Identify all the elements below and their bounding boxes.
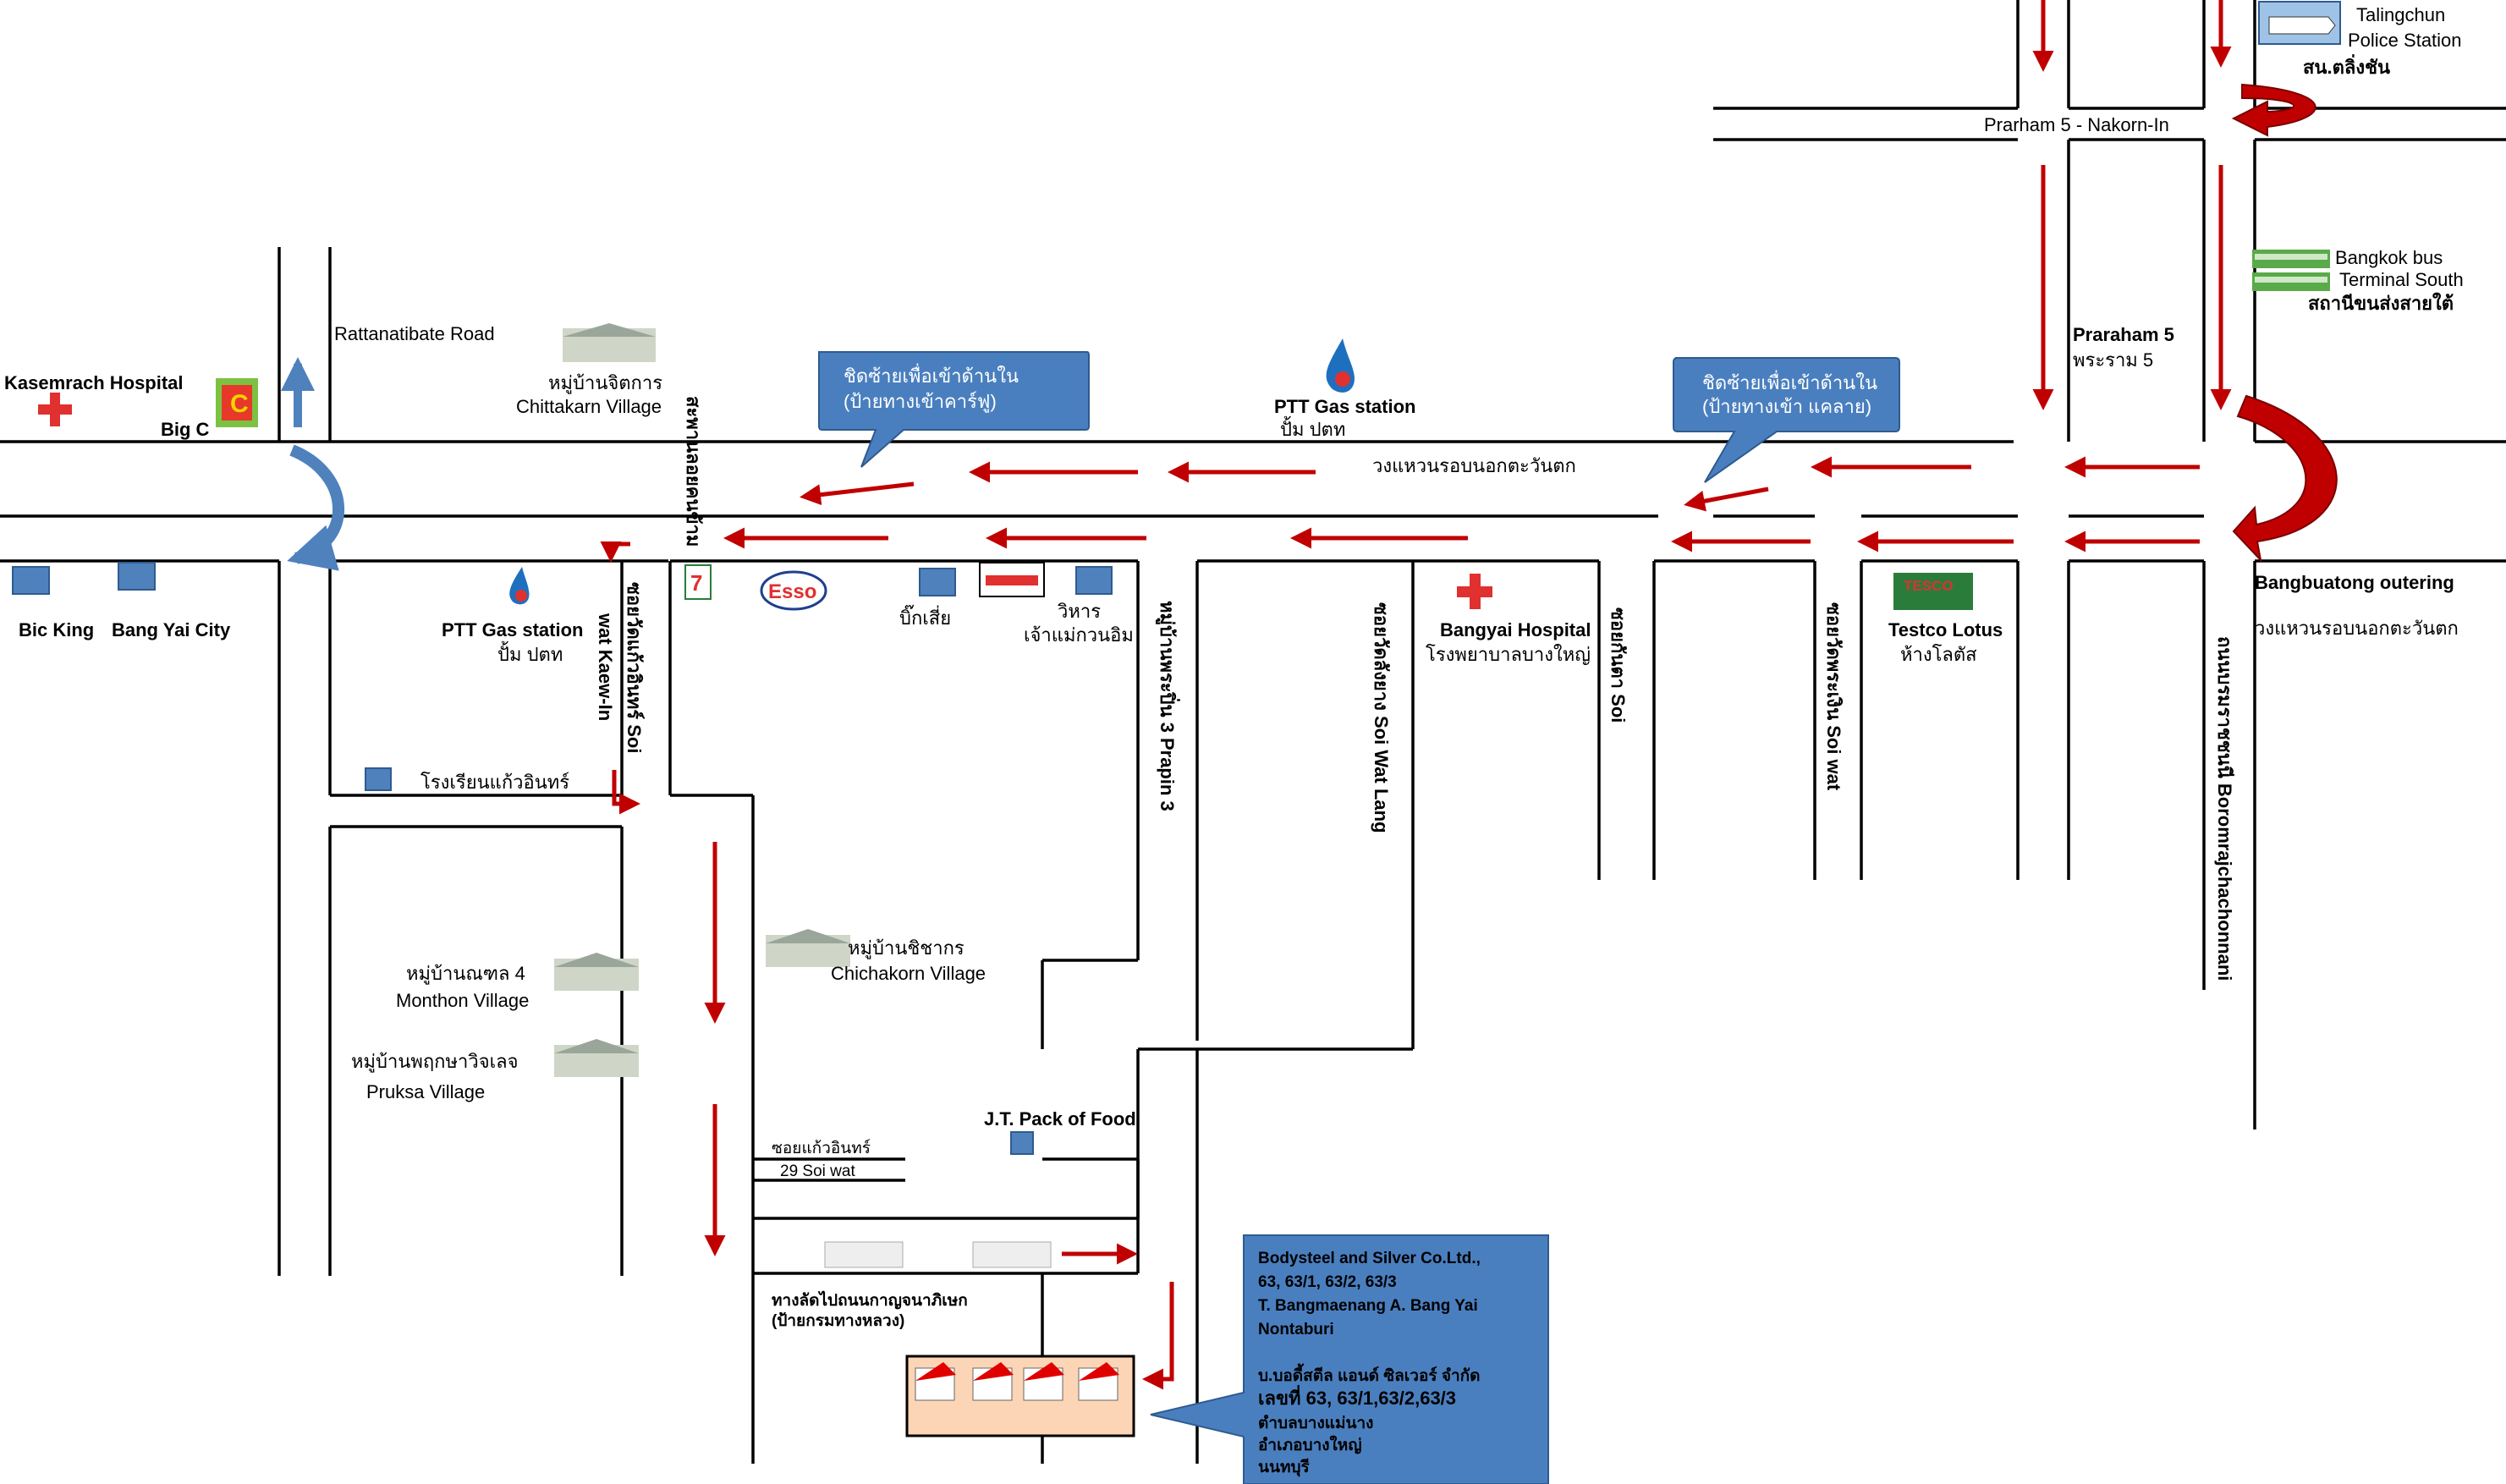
seven-eleven-text: 7 [690,570,702,596]
label-pruksa-th: หมู่บ้านพฤกษาวิจเลจ [351,1051,519,1073]
callout-carrefour: ชิดซ้ายเพื่อเข้าด้านใน (ป้ายทางเข้าคาร์ฟ… [818,351,1090,468]
label-wihan-2: เจ้าแม่กวนอิม [1024,624,1134,646]
company-line4: Nontaburi [1258,1321,1334,1338]
ptt-drop-icon [1326,338,1355,393]
company-line5: บ.บอดี้สตีล แอนด์ ซิลเวอร์ จำกัด [1258,1363,1481,1385]
label-chittakarn-en: Chittakarn Village [516,396,662,417]
house-icon [554,323,850,1077]
label-wihan-1: วิหาร [1057,601,1101,622]
label-soi-kaewin-2: wat Kaew-In [595,613,616,721]
label-rattanatibate: Rattanatibate Road [334,323,495,344]
bridge-icon [824,1241,1052,1268]
label-soi29-en: 29 Soi wat [780,1162,855,1180]
label-praraham-road: Prarham 5 - Nakorn-In [1984,114,2169,135]
bigc-logo-icon: C [216,378,258,427]
ptt-drop-icon [509,567,530,605]
label-tesco-en: Testco Lotus [1888,619,2003,640]
label-soi-kaewin: ซอยวัดแก้วอินทร์ Soi [624,582,645,753]
callout-carrefour-line2: (ป้ายทางเข้าคาร์ฟู) [844,391,997,413]
label-talingchun-th: สน.ตลิ่งชัน [2303,53,2390,78]
label-bigsia: บิ๊กเสี่ย [899,604,951,629]
label-soi-kanta: ซอยกันตา Soi [1607,607,1629,723]
callout-khlai-line2: (ป้ายทางเข้า แคลาย) [1702,396,1871,417]
company-line7: ตำบลบางแม่นาง [1258,1415,1373,1432]
label-ring-road: วงแหวนรอบนอกตะวันตก [1372,455,1576,476]
bigc-logo-text: C [230,390,249,418]
label-ptt1-th: ปั้ม ปตท [1280,416,1345,440]
factory-block [905,1355,1135,1437]
shop-square-icon [12,562,1113,1155]
company-line3: T. Bangmaenang A. Bang Yai [1258,1297,1478,1315]
label-busterm-1: Bangkok bus [2335,247,2443,268]
label-ptt2-en: PTT Gas station [442,619,583,640]
label-bangyai-hosp-th: โรงพยาบาลบางใหญ่ [1426,644,1591,665]
label-bicking: Bic King [19,619,94,640]
label-tesco-th: ห้างโลตัส [1900,644,1977,665]
label-ptt2-th: ปั้ม ปตท [497,641,563,665]
label-bangyaicity: Bang Yai City [112,619,231,640]
label-monthon-en: Monthon Village [396,990,529,1011]
callout-carrefour-line1: ชิดซ้ายเพื่อเข้าด้านใน [844,363,1019,387]
vertical-labels: สะพานลอยคนข้าม ซอยวัดแก้วอินทร์ Soi wat … [595,396,2235,981]
esso-text: Esso [768,580,816,603]
wihan-sign-icon [979,562,1045,597]
label-school: โรงเรียนแก้วอินทร์ [420,772,569,793]
label-chichakorn-en: Chichakorn Village [831,963,986,984]
blue-route-arrows [281,357,344,571]
label-soi-watlang: ซอยวัดลังยาง Soi Wat Lang [1371,602,1392,833]
tesco-text: TESCO [1904,578,1954,594]
bus-icon [2252,250,2330,291]
label-praraham5-th: พระราม 5 [2073,349,2153,371]
label-bangbuatong-en: Bangbuatong outering [2255,572,2454,593]
label-bangbuatong-th: วงแหวนรอบนอกตะวันตก [2255,618,2459,639]
callout-company: Bodysteel and Silver Co.Ltd., 63, 63/1, … [1150,1234,1549,1484]
esso-logo-icon: Esso [760,570,827,611]
company-line1: Bodysteel and Silver Co.Ltd., [1258,1250,1481,1267]
factory-icon [915,1362,1119,1401]
label-bigc: Big C [161,419,210,440]
label-monthon-th: หมู่บ้านณฑล 4 [406,963,525,985]
label-talingchun-1: Talingchun [2356,4,2445,25]
company-line6: เลขที่ 63, 63/1,63/2,63/3 [1258,1384,1456,1409]
company-line9: นนทบุรี [1258,1458,1311,1477]
callout-khlai: ชิดซ้ายเพื่อเข้าด้านใน (ป้ายทางเข้า แคลา… [1673,357,1900,483]
label-bridge: สะพานลอยคนข้าม [683,396,704,547]
label-boromrajchonnani: ถนนบรมราชชนนี Boromrajchachonnani [2214,636,2235,981]
label-soi-watpraphun: ซอยวัดพระเงิน Soi wat [1823,602,1844,791]
label-talingchun-2: Police Station [2348,30,2462,51]
callout-khlai-line1: ชิดซ้ายเพื่อเข้าด้านใน [1702,370,1877,393]
label-soi29-th: ซอยแก้วอินทร์ [772,1139,871,1157]
label-ptt1-en: PTT Gas station [1274,396,1415,417]
label-bangyai-hosp-en: Bangyai Hospital [1440,619,1591,640]
label-busterm-th: สถานีขนส่งสายใต้ [2308,292,2454,314]
tesco-logo-icon: TESCO [1893,573,1973,610]
hospital-cross-icon [1457,574,1492,609]
company-line2: 63, 63/1, 63/2, 63/3 [1258,1273,1397,1291]
label-praraham5-en: Praraham 5 [2073,324,2174,345]
label-busterm-2: Terminal South [2339,269,2464,290]
map-labels: Kasemrach Hospital Big C Rattanatibate R… [4,4,2464,1330]
label-shortcut-1: ทางลัดไปถนนกาญจนาภิเษก [772,1290,968,1310]
label-chichakorn-th: หมู่บ้านชิชากร [848,937,964,959]
label-kasemrach: Kasemrach Hospital [4,372,184,393]
label-pruksa-en: Pruksa Village [366,1081,485,1102]
hospital-cross-icon [38,393,72,426]
police-sign-icon [2258,1,2341,45]
seven-eleven-icon: 7 [684,564,712,600]
label-chittakarn-th: หมู่บ้านจิตการ [548,372,662,394]
label-prapin3: หมู่บ้านพระปิ่น 3 Prapin 3 [1155,601,1181,811]
label-jt-pack: J.T. Pack of Food [984,1108,1136,1129]
label-shortcut-2: (ป้ายกรมทางหลวง) [772,1311,904,1330]
route-arrows [600,0,2338,1390]
company-line8: อำเภอบางใหญ่ [1258,1435,1362,1454]
